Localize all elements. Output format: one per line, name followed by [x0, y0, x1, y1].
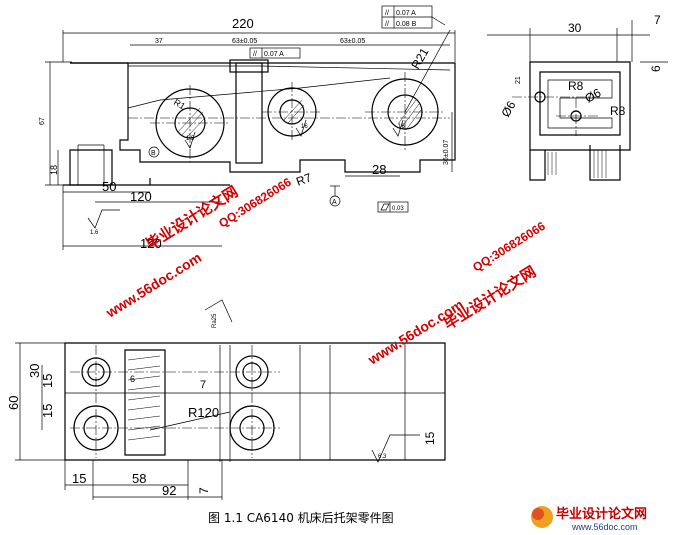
datum-b: B — [151, 150, 156, 157]
logo-url: www.56doc.com — [571, 522, 638, 532]
dim-r7: R7 — [294, 170, 314, 189]
tolerance-frame-1: // 0.07 A — [249, 47, 301, 59]
watermark-qq-2: QQ:306826066 — [470, 219, 548, 275]
dim-spacing-mid: 63±0.05 — [232, 38, 257, 45]
flatness-value: 0.03 — [392, 206, 404, 212]
top-view: 60 30 15 15 — [6, 299, 446, 500]
svg-text://: // — [253, 51, 257, 58]
dim-side-r8b: R8 — [610, 104, 626, 118]
dim-top-w58: 58 — [132, 471, 146, 486]
dim-top-v15r: 15 — [423, 431, 437, 445]
dim-spacing-right: 63±0.05 — [340, 38, 365, 45]
dim-h36: 36±0.07 — [443, 140, 450, 165]
svg-text://: // — [385, 10, 389, 17]
figure-caption: 图 1.1 CA6140 机床后托架零件图 — [208, 511, 394, 525]
dim-overall-width: 220 — [232, 16, 254, 31]
tolerance-frame-2: // // 0.07 A 0.08 B — [381, 5, 446, 29]
datum-a: A — [332, 199, 337, 206]
dim-r21: R21 — [408, 45, 431, 71]
dim-top-w7: 7 — [197, 487, 211, 494]
dim-r1: R1 — [172, 97, 187, 111]
dim-v16b: 16 — [398, 124, 405, 130]
dim-side-d6a: Ø6 — [498, 98, 518, 119]
watermarks: www.56doc.com QQ:306826066 毕业设计论文网 www.5… — [102, 175, 548, 368]
dim-top-w15: 15 — [72, 471, 86, 486]
svg-text:0.07 A: 0.07 A — [264, 51, 284, 58]
roughness-63: 6.3 — [378, 454, 387, 460]
svg-text:0.07 A: 0.07 A — [396, 10, 416, 17]
dim-base-50: 50 — [102, 179, 116, 194]
dim-v15: 1.5 — [186, 136, 195, 142]
roughness-16: 1.6 — [90, 230, 99, 236]
dim-w28: 28 — [372, 162, 386, 177]
side-view: 30 7 6 R8 R8 Ø6 Ø6 21 — [487, 13, 668, 181]
site-logo: 毕业设计论文网 www.56doc.com — [531, 506, 647, 532]
dim-top-h15a: 15 — [40, 374, 55, 388]
dim-top-v7: 7 — [200, 379, 206, 391]
svg-text:0.08 B: 0.08 B — [396, 21, 417, 28]
watermark-site-1: www.56doc.com — [102, 249, 204, 321]
side-hatching — [547, 150, 607, 178]
front-view: 220 37 63±0.05 63±0.05 // 0.07 A // // 0… — [39, 5, 456, 251]
dim-top-v6: 6 — [130, 374, 135, 384]
dim-side-w7: 7 — [654, 13, 661, 27]
logo-text: 毕业设计论文网 — [556, 506, 647, 522]
dim-top-h30: 30 — [27, 364, 42, 378]
dim-top-w92: 92 — [162, 483, 176, 498]
svg-text://: // — [385, 21, 389, 28]
dim-height: 67 — [39, 117, 46, 125]
dim-top-h15b: 15 — [40, 404, 55, 418]
dim-base-120: 120 — [130, 189, 152, 204]
dim-side-h21: 21 — [515, 76, 522, 84]
roughness-ra25: Ra25 — [212, 313, 218, 328]
top-hatching — [127, 355, 161, 441]
dim-left-spacing: 37 — [155, 38, 163, 45]
dim-base-120b: 120 — [140, 236, 162, 251]
dim-foot: 18 — [49, 165, 59, 175]
dim-side-d6b: Ø6 — [583, 85, 604, 105]
dim-side-w30: 30 — [568, 21, 582, 35]
dim-v16a: 16 — [301, 124, 308, 130]
dim-top-h60: 60 — [6, 396, 21, 410]
hatching — [177, 99, 422, 139]
dim-top-r120: R120 — [188, 405, 219, 420]
dim-side-r8a: R8 — [568, 79, 584, 93]
dim-side-h6: 6 — [649, 65, 663, 72]
